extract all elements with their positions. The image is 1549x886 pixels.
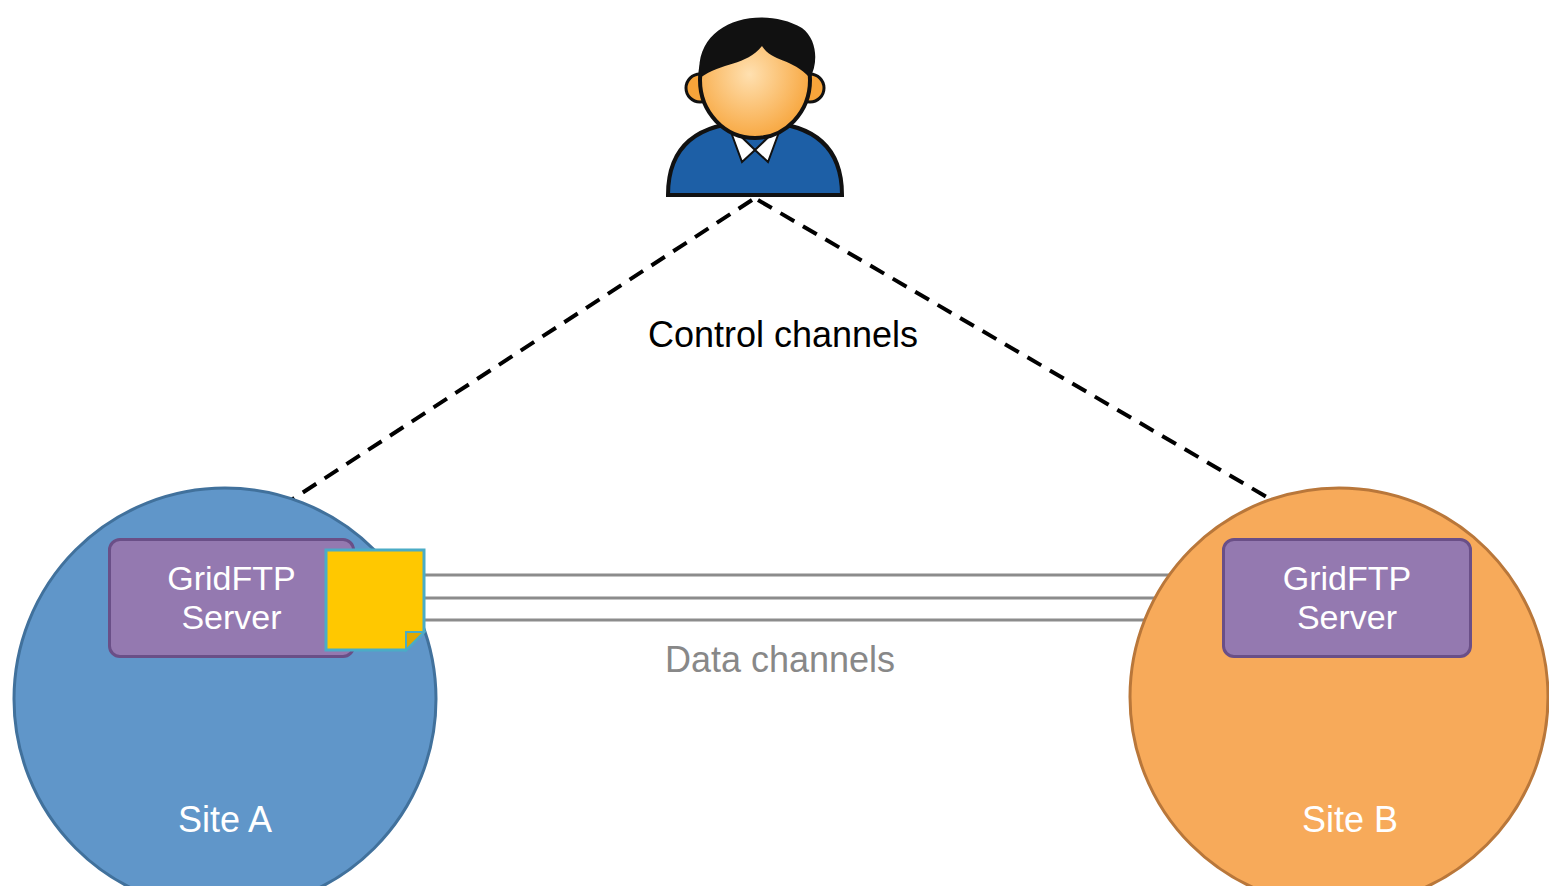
site-circle: Site B GridFTP Server [1128, 486, 1549, 886]
site-circle: Site A GridFTP Server [12, 486, 438, 886]
data-channel [355, 597, 1222, 600]
server-label: GridFTP Server [147, 559, 317, 637]
circle-outline [12, 486, 438, 886]
file-icon [326, 550, 424, 650]
circle-outline [1128, 486, 1549, 886]
site-label: Site B [1302, 799, 1398, 841]
data-channel [355, 574, 1222, 577]
site-shape [1130, 488, 1548, 886]
control-label: Control channels [644, 314, 922, 356]
control-line [233, 200, 752, 538]
site-label: Site A [178, 799, 272, 841]
data-channel [355, 619, 1222, 622]
control-line [758, 200, 1337, 538]
control-channel-lines [233, 200, 1337, 538]
server-box: GridFTP Server [108, 538, 355, 658]
user-icon [668, 18, 842, 195]
data-label: Data channels [661, 639, 899, 681]
server-label: GridFTP Server [1262, 559, 1432, 637]
server-box: GridFTP Server [1222, 538, 1472, 658]
site-shape [14, 488, 436, 886]
